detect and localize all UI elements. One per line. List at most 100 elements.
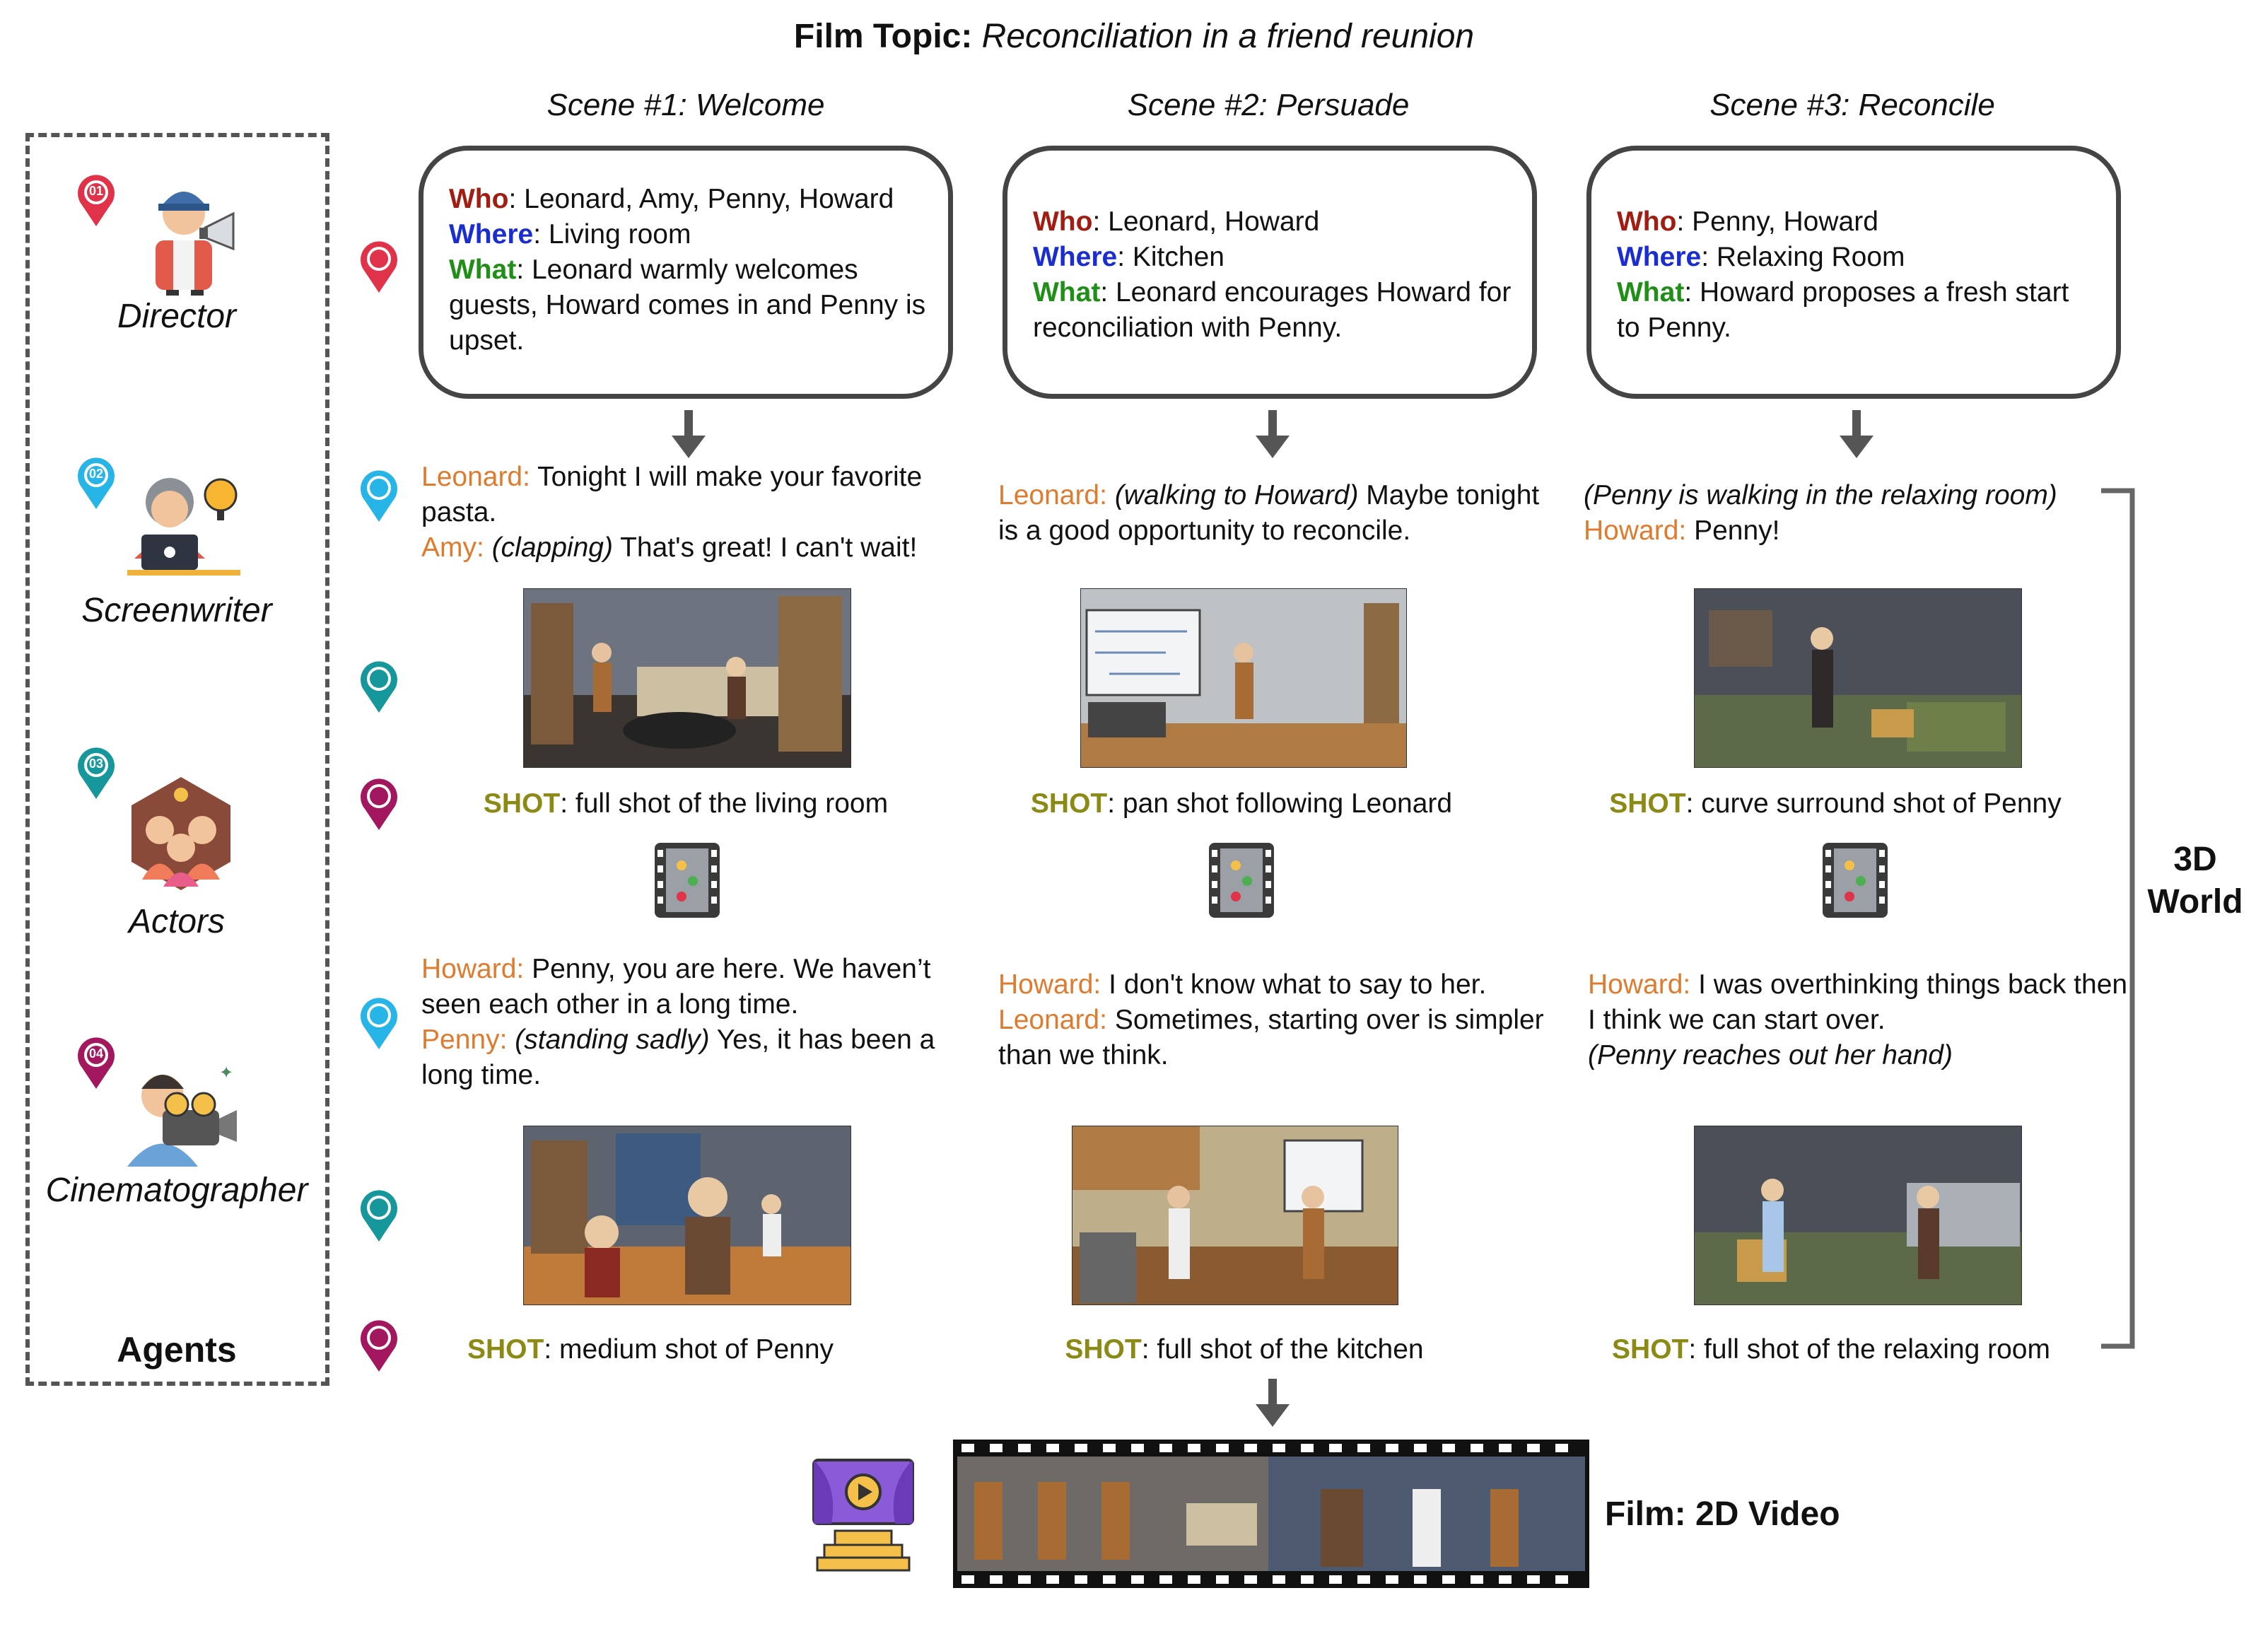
- film-strip-video: [953, 1440, 1589, 1588]
- dialogue-line: Sometimes, starting over is simpler than…: [998, 1005, 1544, 1070]
- what-key: What: [1033, 277, 1101, 308]
- shot-key: SHOT: [1612, 1334, 1689, 1365]
- director-icon: [156, 192, 235, 296]
- dialogue-line: Maybe tonight is a good opportunity to r…: [998, 480, 1540, 546]
- scene-3-dialogue-1: (Penny is walking in the relaxing room) …: [1584, 478, 2149, 549]
- speaker: Leonard:: [421, 462, 530, 492]
- film-editor-icon: [655, 843, 720, 918]
- badge-01-label: 01: [88, 184, 104, 198]
- row-badge-03-icon: [361, 661, 397, 713]
- speaker: Leonard:: [998, 1005, 1107, 1035]
- speaker: Howard:: [998, 969, 1101, 1000]
- arrow-down-icon: [1256, 1379, 1290, 1427]
- world-label: 3D World: [2142, 839, 2248, 923]
- shot-key: SHOT: [1609, 788, 1686, 819]
- cinema-icon: [812, 1459, 914, 1572]
- stage-direction: (walking to Howard): [1114, 480, 1359, 510]
- scene-3-what: Howard proposes a fresh start to Penny.: [1617, 277, 2069, 343]
- world-label-line-2: World: [2147, 883, 2243, 921]
- who-key: Who: [449, 184, 509, 214]
- arrow-down-icon: [1840, 410, 1874, 458]
- badge-03-label: 03: [88, 757, 104, 771]
- screenwriter-icon: [127, 478, 240, 576]
- who-key: Who: [1033, 206, 1093, 237]
- scene-3-dialogue-2: Howard: I was overthinking things back t…: [1588, 967, 2146, 1073]
- scene-1-who: Leonard, Amy, Penny, Howard: [524, 184, 894, 214]
- speaker: Howard:: [1584, 515, 1687, 546]
- shot-key: SHOT: [1065, 1334, 1142, 1365]
- dialogue-line: That's great! I can't wait!: [620, 532, 918, 563]
- scene-2-shot-2: SHOT: full shot of the kitchen: [1065, 1334, 1424, 1365]
- scene-3-shot-1: SHOT: curve surround shot of Penny: [1609, 788, 2062, 819]
- scene-2-plan-box: Who: Leonard, Howard Where: Kitchen What…: [1003, 146, 1537, 399]
- dialogue-line: I was overthinking things back then, I t…: [1588, 969, 2135, 1035]
- scene-2-shot-1: SHOT: pan shot following Leonard: [1030, 788, 1453, 819]
- cinematographer-icon: ✦: [127, 1063, 237, 1167]
- scene-3-plan-box: Who: Penny, Howard Where: Relaxing Room …: [1586, 146, 2121, 399]
- scene-3-heading: Scene #3: Reconcile: [1709, 88, 1995, 122]
- what-key: What: [1617, 277, 1685, 308]
- scene-1-shot-1: SHOT: full shot of the living room: [483, 788, 889, 819]
- what-key: What: [449, 255, 517, 285]
- scene-1-heading: Scene #1: Welcome: [546, 88, 825, 122]
- world-bracket: [2101, 488, 2135, 1349]
- agents-panel: [25, 133, 329, 1386]
- scene-1-penny-medium-image: [523, 1126, 851, 1305]
- film-topic-text: Reconciliation in a friend reunion: [981, 18, 1475, 55]
- shot-key: SHOT: [467, 1334, 544, 1365]
- row-badge-04b-icon: [361, 1320, 397, 1372]
- badge-01-icon: [78, 175, 115, 226]
- arrow-down-icon: [1256, 410, 1290, 458]
- film-editor-icon: [1823, 843, 1888, 918]
- dialogue-line: I don't know what to say to her.: [1109, 969, 1487, 1000]
- stage-direction: (standing sadly): [515, 1025, 710, 1055]
- scene-2-who: Leonard, Howard: [1108, 206, 1320, 237]
- who-key: Who: [1617, 206, 1677, 237]
- dialogue-line: Penny, you are here. We haven’t seen eac…: [421, 954, 931, 1020]
- actors-label: Actors: [128, 903, 226, 940]
- badge-02-icon: [78, 457, 115, 509]
- director-label: Director: [117, 298, 237, 335]
- shot-description: pan shot following Leonard: [1122, 788, 1453, 819]
- speaker: Amy:: [421, 532, 484, 563]
- dialogue-line: Yes, it has been a long time.: [421, 1025, 935, 1090]
- stage-direction: (clapping): [491, 532, 613, 563]
- row-badge-02-icon: [361, 470, 397, 522]
- scene-2-kitchen-full-image: [1072, 1126, 1398, 1305]
- shot-description: full shot of the kitchen: [1157, 1334, 1424, 1365]
- scene-1-shot-2: SHOT: medium shot of Penny: [467, 1334, 834, 1365]
- scene-3-shot-2: SHOT: full shot of the relaxing room: [1612, 1334, 2050, 1365]
- film-topic-title: Film Topic: Reconciliation in a friend r…: [0, 17, 2268, 56]
- shot-description: full shot of the relaxing room: [1704, 1334, 2050, 1365]
- arrow-down-icon: [672, 410, 706, 458]
- svg-text:✦: ✦: [219, 1063, 233, 1082]
- scene-3-where: Relaxing Room: [1716, 242, 1905, 272]
- film-topic-label: Film Topic:: [793, 18, 973, 55]
- scene-2-dialogue-1: Leonard: (walking to Howard) Maybe tonig…: [998, 478, 1557, 549]
- world-label-line-1: 3D: [2173, 841, 2217, 878]
- agents-title: Agents: [117, 1330, 237, 1370]
- speaker: Leonard:: [998, 480, 1107, 510]
- row-badge-01-icon: [361, 241, 397, 293]
- where-key: Where: [1033, 242, 1118, 272]
- row-badge-04-icon: [361, 778, 397, 830]
- screenwriter-label: Screenwriter: [81, 592, 272, 629]
- shot-description: full shot of the living room: [575, 788, 889, 819]
- scene-3-relaxing-room-full-image: [1694, 1126, 2022, 1305]
- stage-direction: (Penny reaches out her hand): [1588, 1040, 1953, 1070]
- dialogue-line: Penny!: [1694, 515, 1780, 546]
- cinematographer-label: Cinematographer: [45, 1172, 308, 1209]
- badge-02-label: 02: [88, 467, 104, 481]
- actors-icon: [131, 777, 230, 890]
- shot-key: SHOT: [1030, 788, 1108, 819]
- row-badge-02b-icon: [361, 998, 397, 1049]
- scene-2-where: Kitchen: [1132, 242, 1224, 272]
- stage-direction: (Penny is walking in the relaxing room): [1584, 480, 2057, 510]
- badge-03-icon: [78, 747, 115, 799]
- scene-3-who: Penny, Howard: [1692, 206, 1878, 237]
- scene-1-what: Leonard warmly welcomes guests, Howard c…: [449, 255, 926, 356]
- scene-1-living-room-image: [523, 588, 851, 768]
- scene-1-where: Living room: [548, 219, 691, 250]
- scene-2-dialogue-2: Howard: I don't know what to say to her.…: [998, 967, 1557, 1073]
- where-key: Where: [449, 219, 534, 250]
